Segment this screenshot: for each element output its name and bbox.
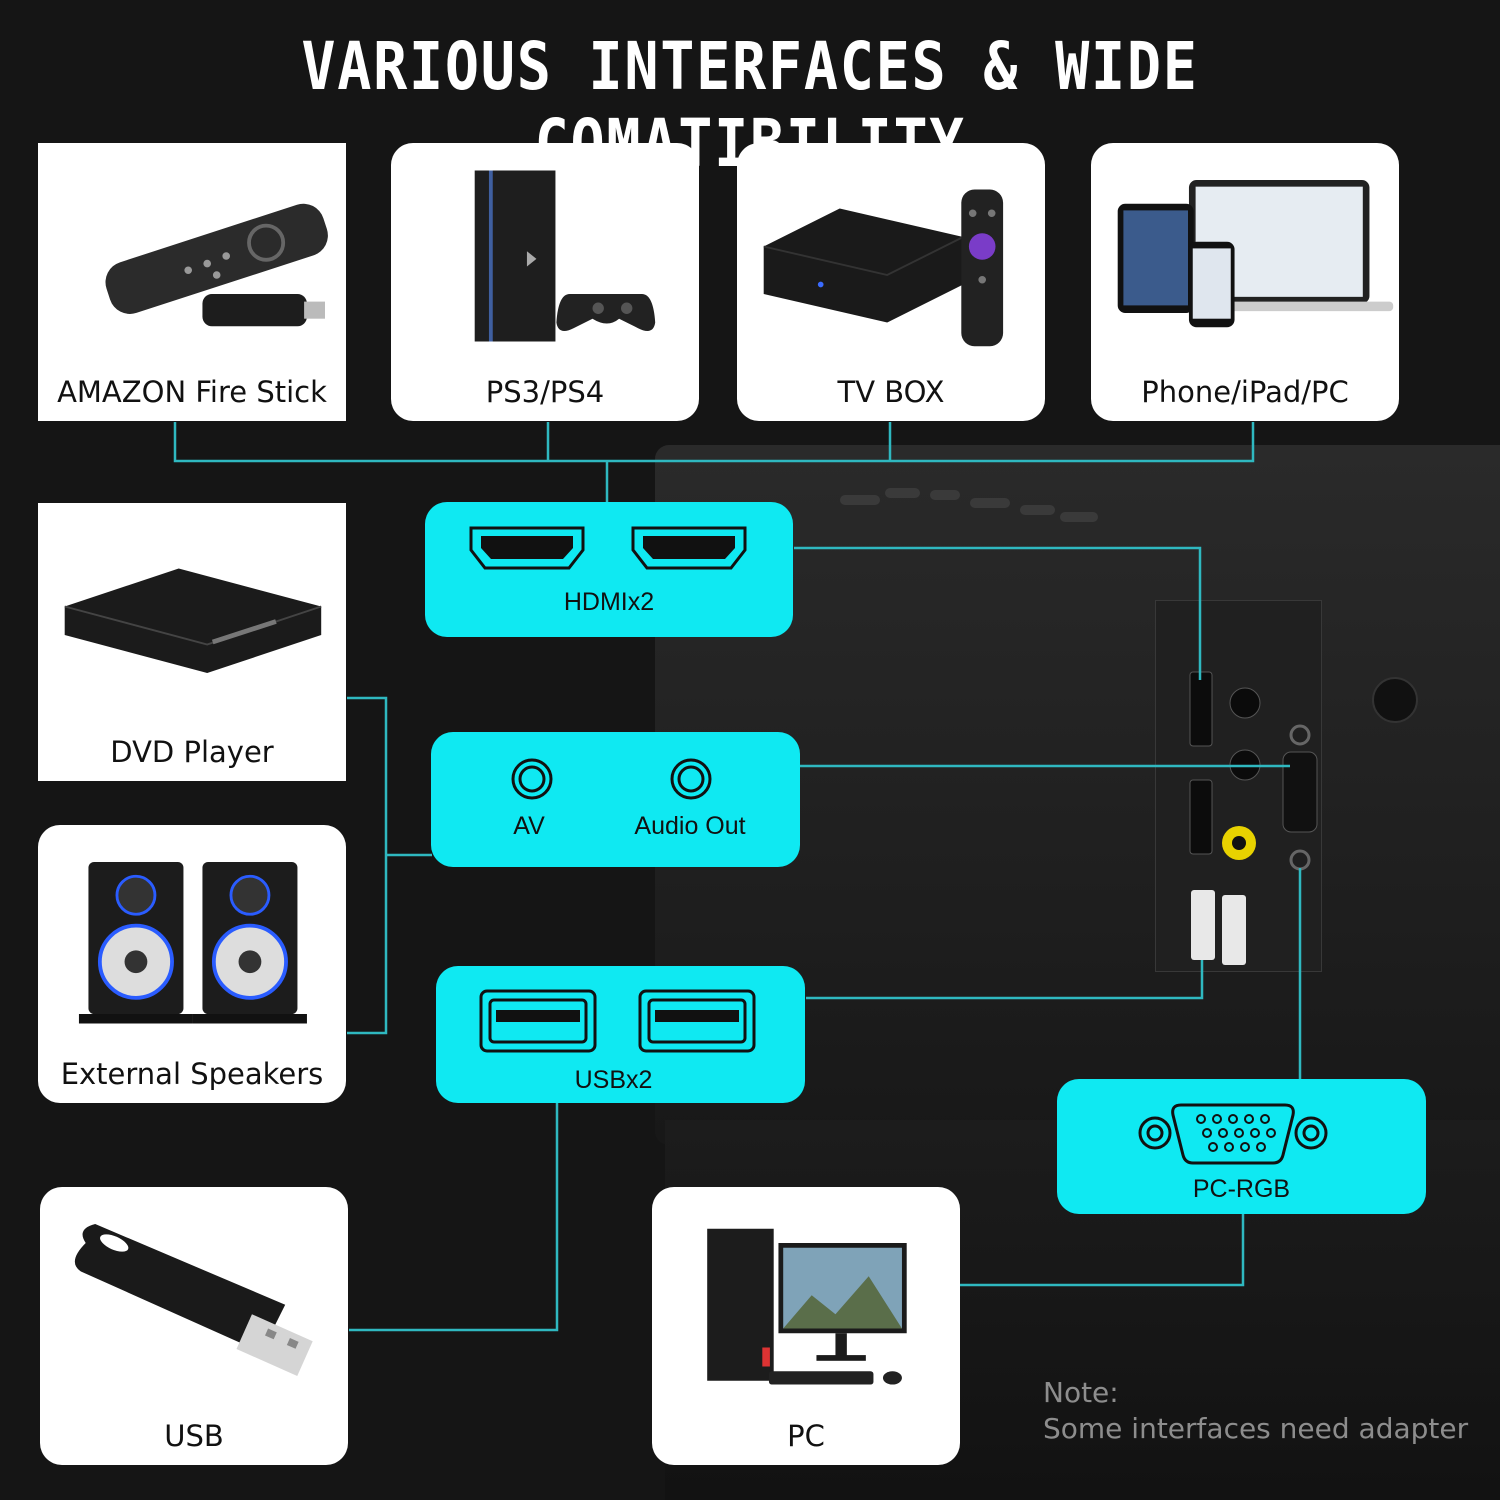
fire-stick-image: [38, 161, 346, 351]
audio-out-label: Audio Out: [634, 812, 746, 840]
dvd-label: DVD Player: [110, 735, 274, 769]
adapter-note: Note: Some interfaces need adapter: [1043, 1375, 1468, 1447]
tv-box-card: TV BOX: [737, 143, 1045, 421]
usb-port-icon: [479, 989, 597, 1053]
usb-port-icon: [638, 989, 756, 1053]
phone-label: Phone/iPad/PC: [1141, 375, 1349, 409]
usb-card: USB: [40, 1187, 348, 1465]
usb-port-panel: USBx2: [436, 966, 805, 1103]
ps-card: PS3/PS4: [391, 143, 699, 421]
usb-port-label: USBx2: [574, 1066, 653, 1094]
av-jack-icon: [511, 758, 553, 800]
fire-stick-label: AMAZON Fire Stick: [57, 375, 327, 409]
speakers-label: External Speakers: [60, 1057, 324, 1091]
speakers-card: External Speakers: [38, 825, 346, 1103]
dvd-card: DVD Player: [38, 503, 346, 781]
dvd-player-image: [38, 521, 346, 711]
pc-card: PC: [652, 1187, 960, 1465]
note-heading: Note:: [1043, 1376, 1119, 1409]
speakers-image: [38, 843, 346, 1033]
phone-ipad-pc-image: [1091, 161, 1399, 351]
pc-label: PC: [787, 1419, 825, 1453]
usb-label: USB: [164, 1419, 224, 1453]
vga-port-panel: PC-RGB: [1057, 1079, 1426, 1214]
tv-box-label: TV BOX: [837, 375, 945, 409]
phone-card: Phone/iPad/PC: [1091, 143, 1399, 421]
hdmi-port-label: HDMIx2: [563, 588, 655, 616]
hdmi-port-panel: HDMIx2: [425, 502, 793, 637]
av-audio-port-panel: AV Audio Out: [431, 732, 800, 867]
fire-stick-card: AMAZON Fire Stick: [38, 143, 346, 421]
note-text: Some interfaces need adapter: [1043, 1412, 1469, 1445]
hdmi-port-icon: [631, 526, 747, 570]
vga-port-icon: [1138, 1103, 1328, 1165]
hdmi-port-icon: [469, 526, 585, 570]
vga-port-label: PC-RGB: [1192, 1175, 1291, 1203]
usb-drive-image: [40, 1205, 348, 1395]
av-label: AV: [513, 812, 545, 840]
pc-image: [652, 1205, 960, 1395]
ps-console-image: [391, 161, 699, 351]
tv-box-image: [737, 161, 1045, 351]
audio-out-jack-icon: [670, 758, 712, 800]
ps-label: PS3/PS4: [485, 375, 605, 409]
